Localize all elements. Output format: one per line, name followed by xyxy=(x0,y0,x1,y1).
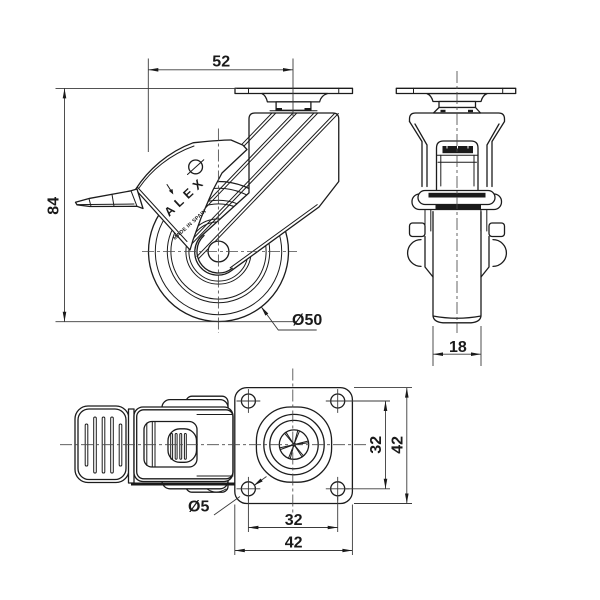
svg-text:42: 42 xyxy=(390,436,407,454)
svg-text:32: 32 xyxy=(368,436,385,454)
svg-text:52: 52 xyxy=(212,54,230,71)
svg-text:Ø50: Ø50 xyxy=(292,312,322,329)
svg-text:32: 32 xyxy=(285,512,303,529)
svg-text:42: 42 xyxy=(285,535,303,552)
svg-text:Ø5: Ø5 xyxy=(188,499,209,516)
svg-text:18: 18 xyxy=(449,339,467,356)
svg-text:84: 84 xyxy=(46,197,63,215)
